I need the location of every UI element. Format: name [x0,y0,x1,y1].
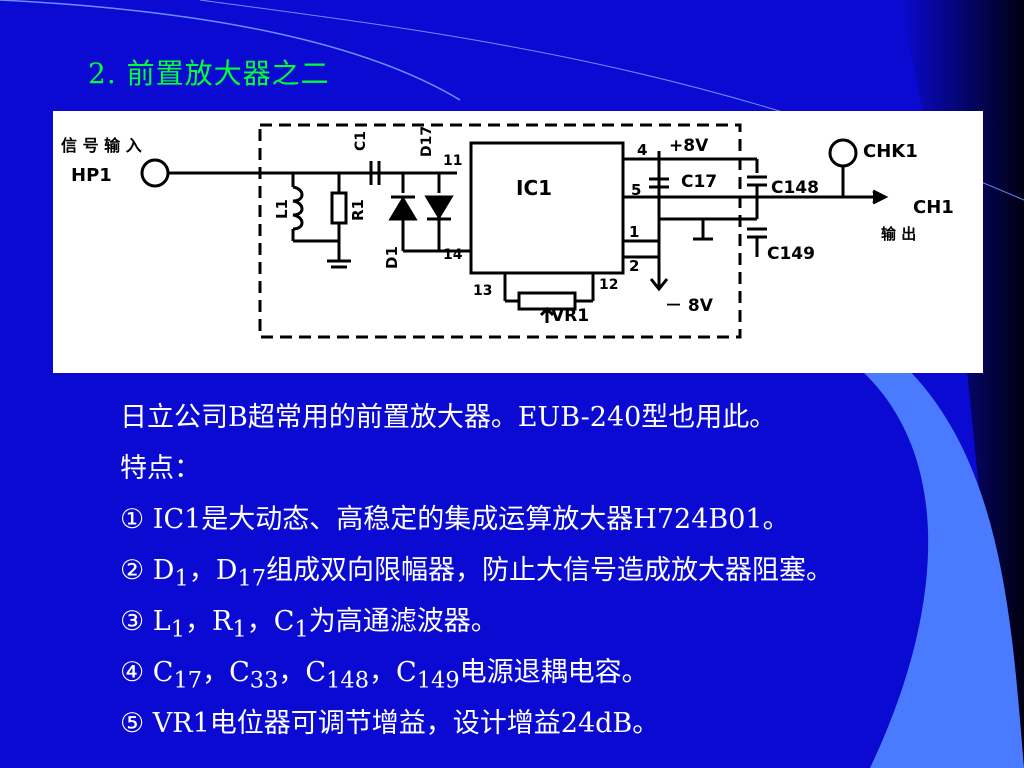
sub: 33 [249,667,279,694]
l1-label: L1 [273,199,291,219]
pin5-label: 5 [631,181,641,199]
decorative-curve [0,0,461,101]
pin11-label: 11 [443,153,462,169]
seg: 为高通滤波器。 [308,606,498,637]
seg: ，C [246,606,295,637]
seg: ② D [120,555,175,586]
circuit-schematic: 信 号 输 入 HP1 IC1 4 5 1 2 11 14 13 12 +8V … [61,123,954,339]
sub: 148 [326,667,370,694]
c148-label: C148 [771,178,819,198]
c149-label: C149 [767,244,815,264]
output-label: 输 出 [881,225,916,243]
input-label: 信 号 输 入 [61,136,142,155]
seg: ，R [185,606,233,637]
sub: 17 [237,565,267,592]
text-line-3: ① IC1是大动态、高稳定的集成运算放大器H724B01。 [120,504,790,535]
seg: ，C [202,657,250,688]
decorative-wave [820,330,1024,768]
plus8v-label: +8V [669,136,709,156]
seg: ，C [369,657,417,688]
slide-title: 2. 前置放大器之二 [88,57,330,90]
hp1-label: HP1 [71,165,112,186]
c17-label: C17 [681,172,717,192]
vr1-label: VR1 [551,306,589,326]
chk1-label: CHK1 [863,141,918,162]
pin1-label: 1 [629,223,639,241]
text-line-4: ② D1，D17组成双向限幅器，防止大信号造成放大器阻塞。 [120,545,833,596]
seg: 组成双向限幅器，防止大信号造成放大器阻塞。 [266,555,834,586]
sub: 17 [173,667,203,694]
sub: 1 [174,565,189,592]
text-line-5: ③ L1，R1，C1为高通滤波器。 [120,596,833,647]
pin14-label: 14 [443,247,463,263]
d17-label: D17 [419,126,435,157]
seg: ，D [188,555,238,586]
text-line-6: ④ C17，C33，C148，C149电源退耦电容。 [120,647,833,698]
pin4-label: 4 [637,141,647,159]
sub: 1 [294,616,309,643]
r1-label: R1 [349,199,367,221]
slide-body: 日立公司B超常用的前置放大器。EUB-240型也用此。 特点： ① IC1是大动… [120,392,833,749]
sub: 1 [170,616,186,643]
seg: ，C [278,657,327,688]
text-line-7: ⑤ VR1电位器可调节增益，设计增益24dB。 [120,708,660,739]
seg: ③ L [120,606,171,637]
pin2-label: 2 [629,257,639,275]
sub: 149 [416,667,460,694]
minus8v-label: － 8V [665,296,714,316]
text-line-1: 日立公司B超常用的前置放大器。EUB-240型也用此。 [120,402,777,433]
sub: 1 [232,616,247,643]
pin13-label: 13 [473,283,492,299]
ic1-label: IC1 [516,176,552,200]
circuit-diagram: 信 号 输 入 HP1 IC1 4 5 1 2 11 14 13 12 +8V … [53,111,983,373]
seg: ④ C [120,657,174,688]
pin12-label: 12 [599,277,618,293]
text-line-2: 特点： [120,453,201,484]
ch1-label: CH1 [913,197,954,218]
seg: 电源退耦电容。 [459,657,649,688]
c1-label: C1 [353,131,369,151]
d1-label: D1 [383,246,401,269]
